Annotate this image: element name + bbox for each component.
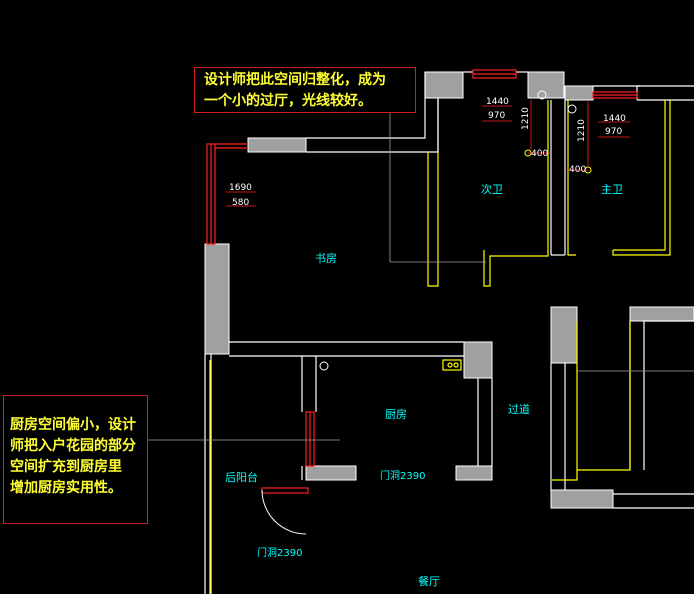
windows [206, 69, 638, 494]
dim-text: 400 [569, 165, 586, 175]
wall-kitchen-bottom-block [455, 465, 493, 481]
floor-drain-icon [319, 361, 329, 371]
annotation-left-line: 师把入户花园的部分 [10, 438, 136, 454]
annotation-top-line: 设计师把此空间归整化，成为 [204, 72, 386, 88]
wall-kitchen-left-block [305, 465, 357, 481]
floor-drain-icon [567, 104, 577, 114]
wall-right-edge-block [629, 306, 694, 322]
room-label-master-bath: 主卫 [601, 183, 623, 196]
stove-icon [442, 359, 462, 371]
leader-lines [148, 112, 694, 441]
wall-top-pillar-left [424, 71, 464, 99]
wall-corridor-right-bottom [550, 489, 614, 509]
annotation-left-line: 空间扩充到厨房里 [10, 459, 122, 475]
door-swing-arc [261, 489, 307, 535]
wall-study-top-block [247, 137, 307, 153]
dim-text: 1210 [577, 119, 587, 142]
room-label-kitchen: 厨房 [385, 408, 407, 421]
room-label-rear-balcony: 后阳台 [225, 470, 258, 484]
room-label-study: 书房 [315, 252, 337, 265]
fixtures [209, 100, 671, 594]
annotation-left-line: 厨房空间偏小，设计 [10, 417, 136, 433]
wall-left-column [204, 243, 230, 355]
dim-text: 1210 [521, 107, 531, 130]
door-label-kitchen: 门洞2390 [380, 469, 425, 482]
room-label-secondary-bath: 次卫 [481, 182, 503, 196]
dimension-lines [226, 100, 630, 207]
door-labels: 门洞2390 门洞2390 [257, 469, 425, 559]
door-leaf-balcony [261, 487, 309, 494]
annotation-top: 设计师把此空间归整化，成为 一个小的过厅，光线较好。 [194, 67, 416, 113]
room-label-corridor: 过道 [508, 402, 530, 416]
annotation-left-line: 增加厨房实用性。 [10, 480, 122, 496]
annotation-left: 厨房空间偏小，设计 师把入户花园的部分 空间扩充到厨房里 增加厨房实用性。 [3, 395, 148, 524]
dim-text: 970 [605, 127, 622, 137]
dim-text: 1440 [486, 97, 509, 107]
wall-corridor-right-col [550, 306, 578, 364]
pipes [319, 90, 592, 371]
room-label-dining: 餐厅 [418, 574, 440, 588]
dim-text: 1440 [603, 114, 626, 124]
dim-text: 970 [488, 111, 505, 121]
room-labels: 次卫 主卫 书房 厨房 过道 后阳台 餐厅 [225, 182, 623, 588]
dim-text: 400 [531, 149, 548, 159]
dim-text: 580 [232, 198, 249, 208]
wall-top-pillar-right [564, 85, 594, 101]
wall-kitchen-right-col [463, 341, 493, 379]
dim-text: 1690 [229, 183, 252, 193]
floor-drain-icon [537, 90, 547, 100]
annotation-top-line: 一个小的过厅，光线较好。 [204, 93, 372, 109]
door-label-balcony: 门洞2390 [257, 546, 302, 559]
